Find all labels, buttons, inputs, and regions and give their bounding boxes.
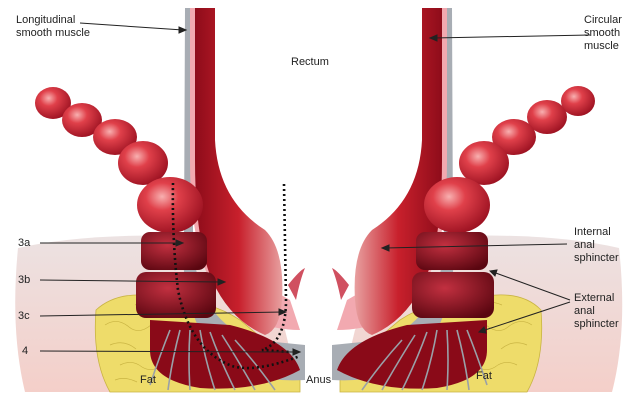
label-fat-right: Fat	[476, 370, 492, 383]
label-3a: 3a	[18, 237, 30, 250]
label-3b: 3b	[18, 274, 30, 287]
label-fat-left: Fat	[140, 374, 156, 387]
right-half	[332, 8, 622, 392]
label-anus: Anus	[306, 374, 331, 387]
right-3b-block	[412, 272, 494, 318]
label-external-anal-sphincter: External anal sphincter	[574, 292, 619, 331]
right-3a-block	[416, 232, 488, 270]
left-half	[15, 8, 305, 392]
label-circular-smooth-muscle: Circular smooth muscle	[584, 14, 622, 53]
left-puborectalis	[35, 87, 203, 233]
label-3c: 3c	[18, 310, 30, 323]
label-internal-anal-sphincter: Internal anal sphincter	[574, 226, 619, 265]
right-anal-tip	[332, 268, 349, 300]
label-rectum: Rectum	[291, 56, 329, 69]
label-4: 4	[22, 345, 28, 358]
left-anal-tip	[288, 268, 305, 300]
label-longitudinal-smooth-muscle: Longitudinal smooth muscle	[16, 14, 90, 40]
left-3a-block	[141, 232, 207, 270]
